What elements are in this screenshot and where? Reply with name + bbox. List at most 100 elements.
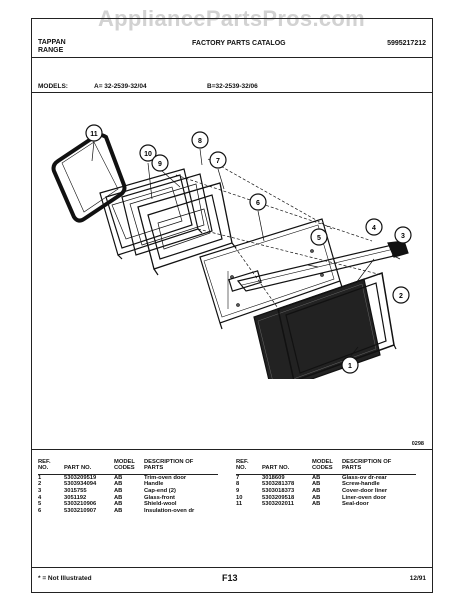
- models-label: MODELS:: [38, 83, 68, 90]
- door-seal-part: [51, 133, 127, 223]
- cell-part: 5303018373: [262, 488, 295, 494]
- table-row: 10 5303209518 AB Liner-oven door: [236, 495, 416, 502]
- cell-model: AB: [312, 474, 321, 481]
- svg-text:1: 1: [348, 363, 352, 370]
- table-row: 1 5303209519 AB Trim-oven door: [38, 474, 218, 481]
- svg-text:2: 2: [399, 293, 403, 300]
- col-desc: DESCRIPTION OF PARTS: [342, 459, 416, 475]
- cell-ref: 7: [236, 474, 240, 481]
- model-b: B=32-2539-32/06: [207, 83, 258, 90]
- col-desc: DESCRIPTION OF PARTS: [144, 459, 218, 475]
- cell-model: AB: [114, 501, 123, 508]
- cell-model: AB: [312, 488, 321, 494]
- model-a: A= 32-2539-32/04: [94, 83, 147, 90]
- cell-desc: Cover-door liner: [342, 488, 388, 494]
- svg-text:5: 5: [317, 235, 321, 242]
- brand-name: TAPPAN RANGE: [38, 39, 66, 55]
- brand-line-1: TAPPAN: [38, 39, 66, 46]
- cell-part: 5303209519: [64, 474, 97, 481]
- callout-labels: 11 10 9 8 7 6 5 4 3 2 1: [85, 124, 412, 374]
- callout-7: 7: [209, 151, 227, 169]
- catalog-number: 5995217212: [387, 40, 426, 47]
- cell-desc: Trim-oven door: [144, 474, 187, 481]
- cell-desc: Seal-door: [342, 501, 369, 508]
- cell-desc: Shield-wool: [144, 501, 177, 508]
- svg-text:8: 8: [198, 138, 202, 145]
- callout-2: 2: [392, 286, 410, 304]
- cell-part: 5303202011: [262, 501, 294, 508]
- cell-part: 3051192: [64, 494, 87, 501]
- col-ref: REF. NO.: [236, 459, 262, 475]
- cell-ref: 5: [38, 501, 42, 508]
- svg-text:6: 6: [256, 200, 260, 207]
- cell-desc: Insulation-oven dr: [144, 507, 195, 514]
- cover-door-liner-part: [121, 173, 213, 256]
- cell-part: 5303209518: [262, 494, 295, 501]
- brand-line-2: RANGE: [38, 47, 64, 54]
- footer-divider: [32, 567, 432, 568]
- cell-model: AB: [114, 474, 123, 481]
- cell-ref: 9: [236, 488, 240, 494]
- shield-part: [253, 278, 381, 379]
- cell-ref: 3: [38, 488, 42, 494]
- footer-date: 12/91: [409, 575, 426, 582]
- exploded-door-diagram: 11 10 9 8 7 6 5 4 3 2 1: [51, 124, 412, 379]
- cell-ref: 2: [38, 481, 42, 488]
- callout-3: 3: [394, 226, 412, 244]
- cell-model: AB: [312, 494, 321, 501]
- cell-part: 3015755: [64, 488, 87, 494]
- cell-ref: 4: [38, 494, 42, 501]
- cell-model: AB: [312, 481, 321, 488]
- table-row: 7 3018609 AB Glass-ov dr-rear: [236, 474, 416, 481]
- parts-table-left: REF. NO. PART NO. MODEL CODES DESCRIPTIO…: [38, 459, 218, 514]
- cell-part: 3018609: [262, 474, 285, 481]
- callout-8: 8: [191, 131, 209, 149]
- callout-11: 11: [85, 124, 103, 142]
- svg-text:4: 4: [372, 225, 376, 232]
- callout-4: 4: [365, 218, 383, 236]
- callout-5: 5: [310, 228, 328, 246]
- table-row: 2 5303934094 AB Handle: [38, 481, 218, 488]
- footer-note: * = Not Illustrated: [38, 575, 92, 582]
- cell-model: AB: [312, 501, 321, 508]
- cell-model: AB: [114, 494, 123, 501]
- cell-ref: 8: [236, 481, 240, 488]
- header-divider: [32, 57, 432, 58]
- svg-text:9: 9: [158, 161, 162, 168]
- callout-1: 1: [341, 356, 359, 374]
- cell-model: AB: [114, 481, 123, 488]
- cell-ref: 10: [236, 494, 243, 501]
- trim-door-part: [277, 272, 397, 379]
- cell-model: AB: [114, 488, 123, 494]
- handle-part: [236, 240, 409, 292]
- cell-part: 5303281378: [262, 481, 295, 488]
- table-row: 4 3051192 AB Glass-front: [38, 495, 218, 502]
- svg-text:10: 10: [144, 151, 152, 158]
- insulation-part: [199, 218, 343, 330]
- cell-ref: 1: [38, 474, 42, 481]
- parts-catalog-page: TAPPAN RANGE FACTORY PARTS CATALOG 59952…: [31, 18, 433, 593]
- parts-table-right: REF. NO. PART NO. MODEL CODES DESCRIPTIO…: [236, 459, 416, 508]
- catalog-title: FACTORY PARTS CATALOG: [192, 40, 286, 47]
- cell-desc: Glass-ov dr-rear: [342, 474, 387, 481]
- cell-desc: Handle: [144, 481, 164, 488]
- cell-part: 5303934094: [64, 481, 97, 488]
- cell-part: 5303210906: [64, 501, 97, 508]
- callout-10: 10: [139, 144, 157, 162]
- callout-6: 6: [249, 193, 267, 211]
- table-row: 3 3015755 AB Cap-end (2): [38, 488, 218, 495]
- cell-ref: 11: [236, 501, 243, 508]
- diagram-code: 0298: [411, 441, 424, 447]
- table-row: 5 5303210906 AB Shield-wool: [38, 501, 218, 508]
- cell-desc: Glass-front: [144, 494, 175, 501]
- cell-desc: Cap-end (2): [144, 488, 176, 494]
- table-top-divider: [32, 449, 432, 450]
- svg-text:11: 11: [90, 131, 98, 138]
- page-number: F13: [222, 573, 238, 583]
- table-row: 9 5303018373 AB Cover-door liner: [236, 488, 416, 495]
- cell-desc: Liner-oven door: [342, 494, 387, 501]
- svg-text:3: 3: [401, 233, 405, 240]
- table-row: 11 5303202011 AB Seal-door: [236, 501, 416, 508]
